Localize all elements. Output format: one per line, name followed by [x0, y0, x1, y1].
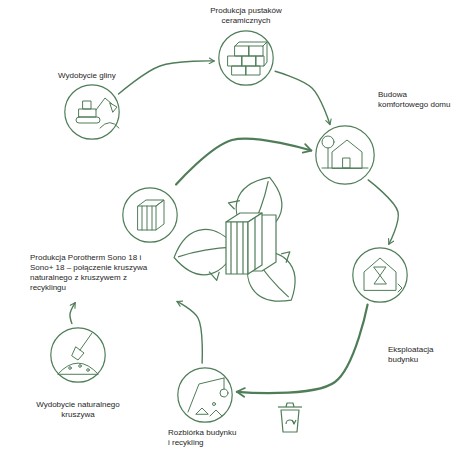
- lifecycle-node: Budowa komfortowego domu: [315, 125, 375, 185]
- label-block: Rozbiórka budynku i recykling: [168, 428, 238, 448]
- stage-circle: [64, 84, 120, 140]
- stage-circle-outline: [353, 248, 407, 302]
- lifecycle-node: Produkcja pustaków ceramicznych: [218, 30, 274, 86]
- stage-circle-outline: [178, 368, 232, 422]
- lifecycle-node: Wydobycie gliny: [64, 84, 120, 140]
- stage-label: Produkcja Porotherm Sono 18 i Sono+ 18 –…: [30, 253, 155, 293]
- stage-circle-outline: [123, 188, 177, 242]
- stage-circle: [315, 125, 375, 185]
- flow-arrow: [275, 71, 330, 124]
- stage-label: Produkcja pustaków ceramicznych: [196, 6, 296, 26]
- stage-label: Wydobycie naturalnego kruszywa: [30, 400, 126, 420]
- lifecycle-node: Eksploatacja budynku: [352, 247, 408, 303]
- stage-circle: [122, 187, 178, 243]
- stage-label: Wydobycie gliny: [58, 71, 148, 81]
- recycle-bin: [278, 403, 302, 432]
- stage-circle: [352, 247, 408, 303]
- stage-circle: [50, 327, 106, 383]
- label-block: Budowa komfortowego domu: [378, 90, 456, 110]
- flow-arrow: [176, 139, 311, 185]
- label-block: Produkcja pustaków ceramicznych: [196, 6, 296, 26]
- stage-circle: [177, 367, 233, 423]
- stage-circle-outline: [219, 31, 273, 85]
- flow-arrow: [237, 304, 368, 393]
- stage-label: Rozbiórka budynku i recykling: [168, 428, 238, 448]
- lifecycle-node: Produkcja Porotherm Sono 18 i Sono+ 18 –…: [30, 187, 175, 299]
- stage-circle: [218, 30, 274, 86]
- stage-label: Eksploatacja budynku: [388, 345, 450, 365]
- flow-arrow: [70, 303, 75, 324]
- stage-label: Budowa komfortowego domu: [378, 90, 456, 110]
- flow-arrow: [177, 301, 202, 363]
- stage-circle-outline: [316, 126, 374, 184]
- lifecycle-node: Rozbiórka budynku i recykling: [177, 367, 233, 423]
- stage-circle-outline: [65, 85, 119, 139]
- flow-arrow: [368, 180, 398, 244]
- stage-circle-outline: [51, 328, 105, 382]
- lifecycle-node: Wydobycie naturalnego kruszywa: [50, 327, 106, 383]
- label-block: Eksploatacja budynku: [388, 345, 450, 365]
- label-block: Wydobycie naturalnego kruszywa: [30, 400, 126, 420]
- flow-arrow: [119, 61, 215, 94]
- brick-illustration: [226, 213, 276, 274]
- label-block: Wydobycie gliny: [58, 71, 148, 81]
- label-block: Produkcja Porotherm Sono 18 i Sono+ 18 –…: [30, 253, 155, 293]
